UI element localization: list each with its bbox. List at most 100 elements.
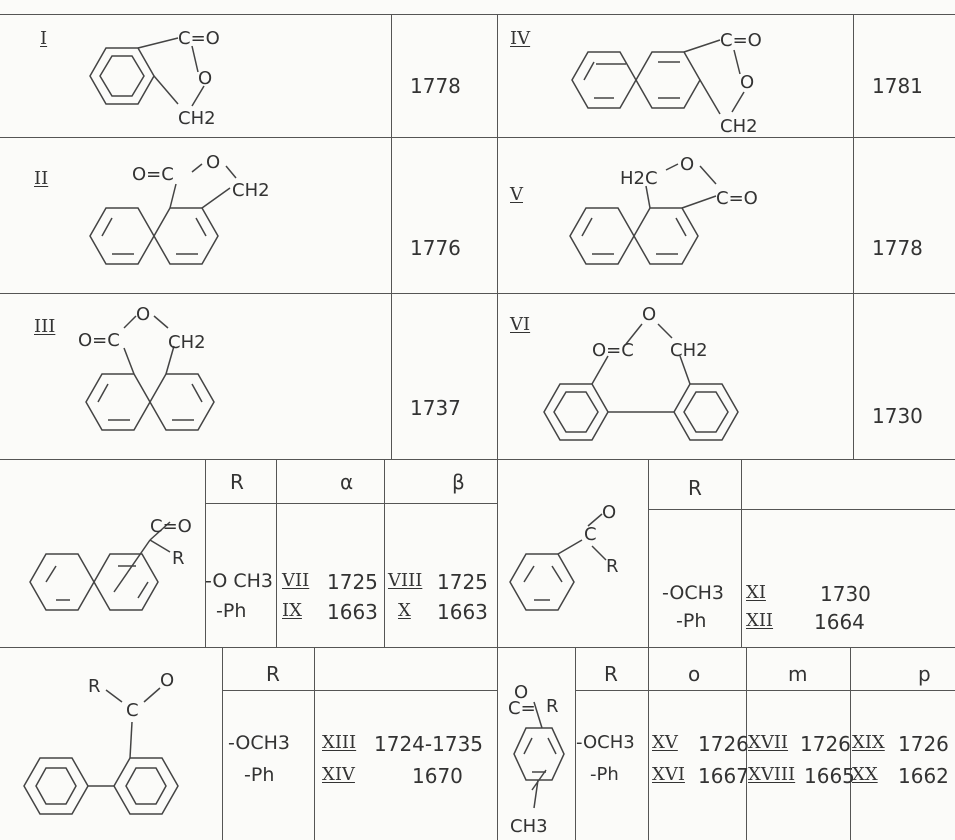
ir-value: 1663 [327, 600, 378, 624]
compound-label: XI [746, 582, 766, 603]
atom-c-o-text: C=O [720, 30, 762, 51]
row-divider-2 [0, 293, 955, 294]
naphthoyl-structure: C=O R [29, 516, 192, 611]
ir-value: 1667 [698, 764, 749, 788]
atom-o-text: O [642, 304, 656, 325]
compound-label: VIII [388, 570, 423, 591]
naphthalide-IV-structure: C=O O CH2 [571, 30, 762, 137]
header-alpha: α [340, 470, 354, 494]
ir-value: 1730 [820, 582, 871, 606]
substituent-r: -OCH3 [576, 732, 635, 753]
col-divider-f [384, 459, 385, 647]
header-r: R [266, 662, 280, 686]
header-meta: m [788, 662, 808, 686]
atom-o-text: O [198, 68, 212, 89]
ir-value: 1664 [814, 610, 865, 634]
compound-label: X [398, 600, 411, 621]
atom-o-eq-c-text: O=C [78, 330, 120, 351]
col-divider-i [222, 647, 223, 840]
atom-o-text: O [136, 304, 150, 325]
ir-value: 1726 [800, 732, 851, 756]
ir-value: 1665 [804, 764, 855, 788]
compound-label-II: II [34, 168, 49, 189]
atom-c-o-text: C=O [150, 516, 192, 537]
compound-label-V: V [510, 184, 523, 205]
compound-label: XVII [748, 732, 789, 753]
value-II: 1776 [410, 236, 461, 260]
atom-o-eq-c-text: O=C [132, 164, 174, 185]
naphthalic-lactone-structure: O=C O CH2 [78, 304, 215, 431]
row-divider-4 [0, 647, 955, 648]
compound-label-III: III [34, 316, 56, 337]
atom-r-text: R [606, 556, 619, 577]
header-para: p [918, 662, 931, 686]
atom-ch3-text: CH3 [510, 816, 548, 837]
compound-label: XII [746, 610, 774, 631]
atom-ch2-text: CH2 [168, 332, 206, 353]
table-top-border [0, 14, 955, 15]
atom-o-text: O [602, 502, 616, 523]
value-V: 1778 [872, 236, 923, 260]
row-divider-1 [0, 137, 955, 138]
dibenzo-lactone-structure: O=C O CH2 [543, 304, 739, 441]
ir-value: 1726 [698, 732, 749, 756]
col-divider-h [741, 459, 742, 647]
col-divider-n [850, 647, 851, 840]
substituent-r: -OCH3 [228, 732, 290, 754]
biphenyl-structure: R C O [23, 670, 179, 815]
col-divider-b [497, 14, 498, 840]
atom-r-text: R [172, 548, 185, 569]
col-divider-c [853, 14, 854, 459]
value-I: 1778 [410, 74, 461, 98]
col-divider-a [391, 14, 392, 459]
compound-label: XV [652, 732, 678, 753]
atom-o-text: O [740, 72, 754, 93]
header-line-bottom-left [222, 690, 497, 691]
compound-label: XVI [652, 764, 685, 785]
atom-c-text: C [126, 700, 139, 721]
ir-value: 1663 [437, 600, 488, 624]
substituent-r: -Ph [216, 600, 247, 622]
atom-ch2-text: CH2 [232, 180, 270, 201]
col-divider-d [205, 459, 206, 647]
compound-label: XVIII [748, 764, 796, 785]
col-divider-e [276, 459, 277, 647]
substituent-r: -Ph [676, 610, 707, 632]
col-divider-l [648, 647, 649, 840]
value-IV: 1781 [872, 74, 923, 98]
substituent-r: -O CH3 [205, 570, 274, 592]
atom-c-o-text: C=O [716, 188, 758, 209]
ir-value: 1725 [437, 570, 488, 594]
row-divider-3 [0, 459, 955, 460]
compound-label: IX [282, 600, 302, 621]
compound-label: XIX [852, 732, 885, 753]
value-VI: 1730 [872, 404, 923, 428]
compound-label: XIII [322, 732, 357, 753]
atom-o-text: O [206, 152, 220, 173]
ir-value: 1724-1735 [374, 732, 484, 756]
value-III: 1737 [410, 396, 461, 420]
compound-label: VII [282, 570, 310, 591]
compound-label: XIV [322, 764, 355, 785]
atom-ch2-text: CH2 [720, 116, 758, 137]
naphthalide-II-structure: O=C O CH2 [89, 152, 270, 265]
atom-ch2-text: CH2 [178, 108, 216, 129]
atom-ch2-text: CH2 [670, 340, 708, 361]
col-divider-g [648, 459, 649, 647]
substituent-r: -OCH3 [662, 582, 724, 604]
ir-value: 1670 [412, 764, 463, 788]
header-r: R [604, 662, 618, 686]
naphthalide-V-structure: H2C O C=O [569, 154, 758, 265]
ir-value: 1662 [898, 764, 949, 788]
atom-c-eq-text: C= [508, 698, 536, 719]
atom-o-text: O [160, 670, 174, 691]
atom-c-o-text: C=O [178, 28, 220, 49]
header-r: R [688, 476, 702, 500]
atom-h2c-text: H2C [620, 168, 658, 189]
compound-label-I: I [40, 28, 48, 49]
atom-c-text: C [584, 524, 597, 545]
toluoyl-structure: C= O R CH3 [508, 682, 565, 837]
compound-label: XX [852, 764, 878, 785]
compound-label-IV: IV [510, 28, 531, 49]
atom-o-text: O [514, 682, 528, 703]
